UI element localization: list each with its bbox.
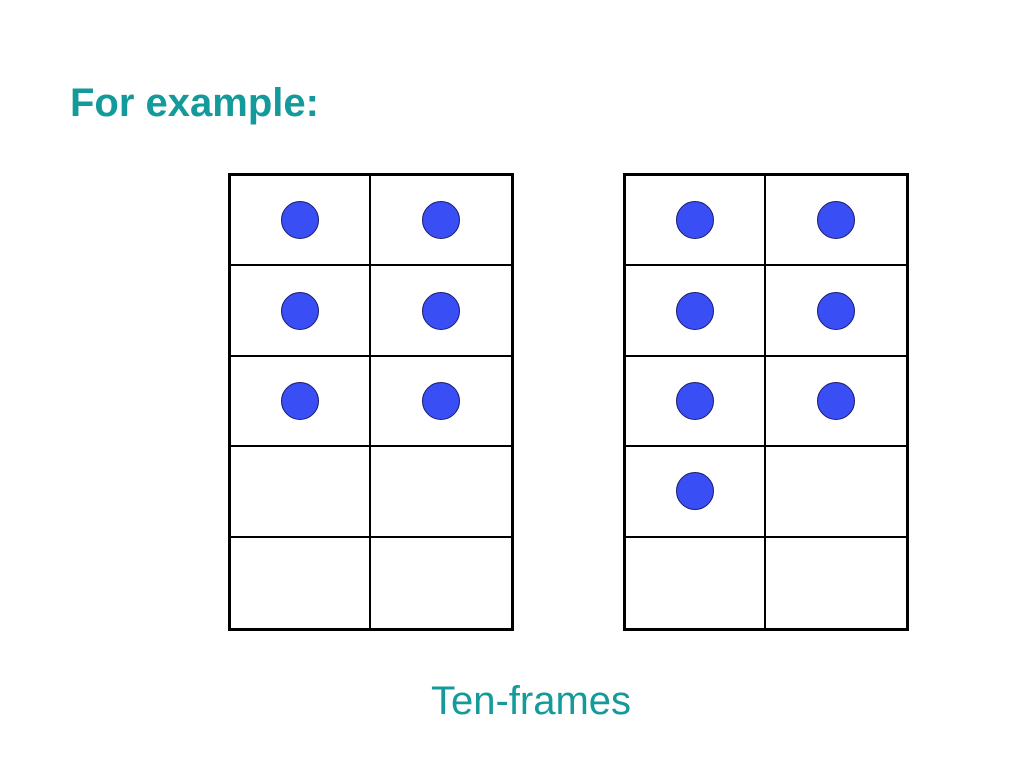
ten-frame-right bbox=[623, 173, 909, 631]
frame-cell bbox=[626, 176, 766, 267]
frame-cell bbox=[626, 447, 766, 538]
frame-cell bbox=[371, 266, 511, 357]
caption: Ten-frames bbox=[430, 679, 632, 723]
ten-frame-left bbox=[228, 173, 514, 631]
counter-dot bbox=[422, 201, 460, 240]
frame-cell bbox=[231, 266, 371, 357]
counter-dot bbox=[281, 201, 319, 240]
counter-dot bbox=[676, 472, 714, 511]
frame-cell bbox=[371, 357, 511, 448]
frame-cell bbox=[766, 538, 906, 628]
frame-cell bbox=[231, 176, 371, 267]
counter-dot bbox=[817, 201, 855, 240]
counter-dot bbox=[281, 291, 319, 330]
frame-cell bbox=[371, 176, 511, 267]
counter-dot bbox=[817, 291, 855, 330]
frame-cell bbox=[626, 356, 766, 448]
counter-dot bbox=[676, 291, 714, 330]
counter-dot bbox=[676, 381, 714, 420]
counter-dot bbox=[422, 291, 460, 330]
frame-cell bbox=[371, 447, 511, 538]
frame-cell bbox=[766, 176, 906, 267]
frame-cell bbox=[766, 447, 906, 538]
frame-cell bbox=[626, 537, 766, 628]
counter-dot bbox=[422, 381, 460, 420]
counter-dot bbox=[281, 381, 319, 420]
frame-cell bbox=[766, 266, 906, 357]
slide-title: For example: bbox=[70, 81, 319, 125]
frame-cell bbox=[231, 356, 371, 448]
frame-cell bbox=[766, 357, 906, 448]
counter-dot bbox=[676, 201, 714, 240]
frame-cell bbox=[231, 537, 371, 628]
counter-dot bbox=[817, 381, 855, 420]
frame-cell bbox=[626, 266, 766, 357]
frame-cell bbox=[371, 538, 511, 628]
frame-cell bbox=[231, 447, 371, 538]
